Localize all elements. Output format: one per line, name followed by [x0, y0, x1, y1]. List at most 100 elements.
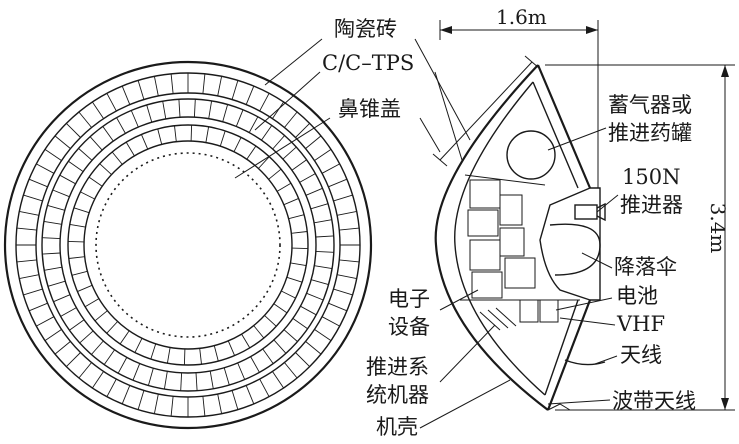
tile-ring-1-inner [35, 92, 341, 398]
tile-seam [116, 117, 126, 134]
tile-seam [125, 141, 135, 157]
tile-seam [132, 363, 141, 381]
width-dimension: 1.6m [439, 5, 599, 188]
label-propulsion-1: 推进系 [366, 355, 429, 379]
tile-seam [88, 176, 103, 187]
tile-seam [315, 250, 334, 253]
tile-seam [92, 101, 104, 119]
equipment-box-6 [504, 257, 536, 289]
back-cover-upper-inner [532, 81, 579, 189]
tile-seam [310, 203, 329, 210]
tile-seam [261, 125, 273, 141]
tile-seam [150, 343, 157, 360]
tile-seam [258, 156, 270, 169]
label-waveband-antenna: 波带天线 [612, 389, 696, 413]
height-arrow-bottom [721, 398, 729, 410]
tile-seam [84, 298, 100, 308]
tile-seam [248, 116, 259, 133]
labels: 陶瓷砖 C/C–TPS 鼻锥盖 蓄气器或 推进药罐 150N 推进器 降落伞 电… [322, 17, 696, 439]
tile-seam [246, 145, 257, 160]
tile-seam [153, 76, 159, 96]
tile-seam [53, 294, 71, 303]
tile-seam [259, 93, 270, 112]
tile-seam [42, 252, 61, 255]
tile-seam [291, 159, 307, 171]
tile-seam [190, 125, 193, 142]
tile-seam [174, 125, 177, 142]
tile-seam [157, 128, 163, 145]
equipment-box-3 [467, 209, 499, 237]
tile-seam [315, 235, 334, 238]
bottom-fin [547, 403, 571, 411]
tile-seam [209, 371, 214, 389]
label-antenna: 天线 [620, 343, 662, 367]
tile-seam [333, 194, 353, 202]
tile-seam [130, 110, 139, 128]
tile-seam [80, 191, 95, 200]
parachute-canister [539, 187, 591, 301]
tile-seam [219, 130, 226, 147]
tile-seam [147, 368, 154, 386]
tile-seam [92, 371, 104, 389]
tile-seam [195, 372, 198, 391]
antenna-leader [594, 355, 618, 365]
width-arrow-right [586, 26, 598, 34]
heatshield-outer-rim [3, 60, 373, 430]
equipment-box-4 [499, 227, 525, 257]
leader-lines [234, 38, 619, 429]
label-nosecap: 鼻锥盖 [338, 97, 401, 121]
back-cover-upper [536, 64, 592, 189]
tile-seam [47, 280, 66, 287]
tile-seam [162, 101, 167, 119]
tile-seam [264, 315, 277, 327]
equipment-box-2 [499, 194, 523, 226]
tile-seam [111, 151, 123, 165]
tile-seam [134, 338, 143, 353]
cone-slant-dimension [432, 55, 540, 167]
tile-seam [166, 347, 171, 364]
tile-seam [119, 330, 130, 345]
tile-seam [231, 390, 239, 410]
tile-seam [153, 394, 159, 414]
tile-seam [217, 394, 223, 414]
tile-seam [68, 240, 85, 243]
tile-seam [339, 227, 360, 231]
tile-seam [284, 111, 298, 128]
tile-seam [16, 227, 37, 231]
tile-seam [291, 231, 308, 234]
tile-seam [227, 340, 236, 356]
tile-seam [321, 316, 340, 327]
tile-seam [68, 256, 85, 259]
tile-seam [52, 189, 70, 198]
parachute-cap [590, 187, 601, 301]
tile-seam [60, 307, 77, 317]
tile-seam [137, 80, 145, 100]
tile-seam [102, 126, 114, 142]
tile-band-inner [68, 125, 308, 365]
tile-seam [281, 290, 296, 299]
height-arrow-top [721, 65, 729, 77]
cone-slant-tick-2 [524, 55, 540, 69]
propulsion-leader [439, 324, 496, 383]
tile-seam [42, 237, 61, 240]
nosecap-leader-a [234, 117, 331, 179]
parachute-dome [549, 223, 601, 276]
tile-ring-2-outer [41, 98, 335, 392]
tile-seam [106, 321, 118, 334]
cctps-leader-b [434, 71, 463, 161]
tile-seam [99, 163, 112, 175]
equipment-box-8 [519, 299, 539, 323]
tile-seam [272, 371, 284, 389]
tile-seam [54, 341, 71, 355]
label-parachute: 降落伞 [614, 255, 677, 279]
tile-seam [103, 349, 115, 365]
tile-seam [305, 341, 322, 355]
tile-seam [43, 220, 62, 225]
tile-seam [36, 316, 55, 327]
tile-seam [202, 396, 206, 417]
electronics-leader [439, 289, 479, 311]
tile-seam [272, 101, 284, 119]
tile-seam [314, 329, 332, 341]
tile-seam [321, 163, 340, 174]
tile-seam [284, 362, 298, 379]
